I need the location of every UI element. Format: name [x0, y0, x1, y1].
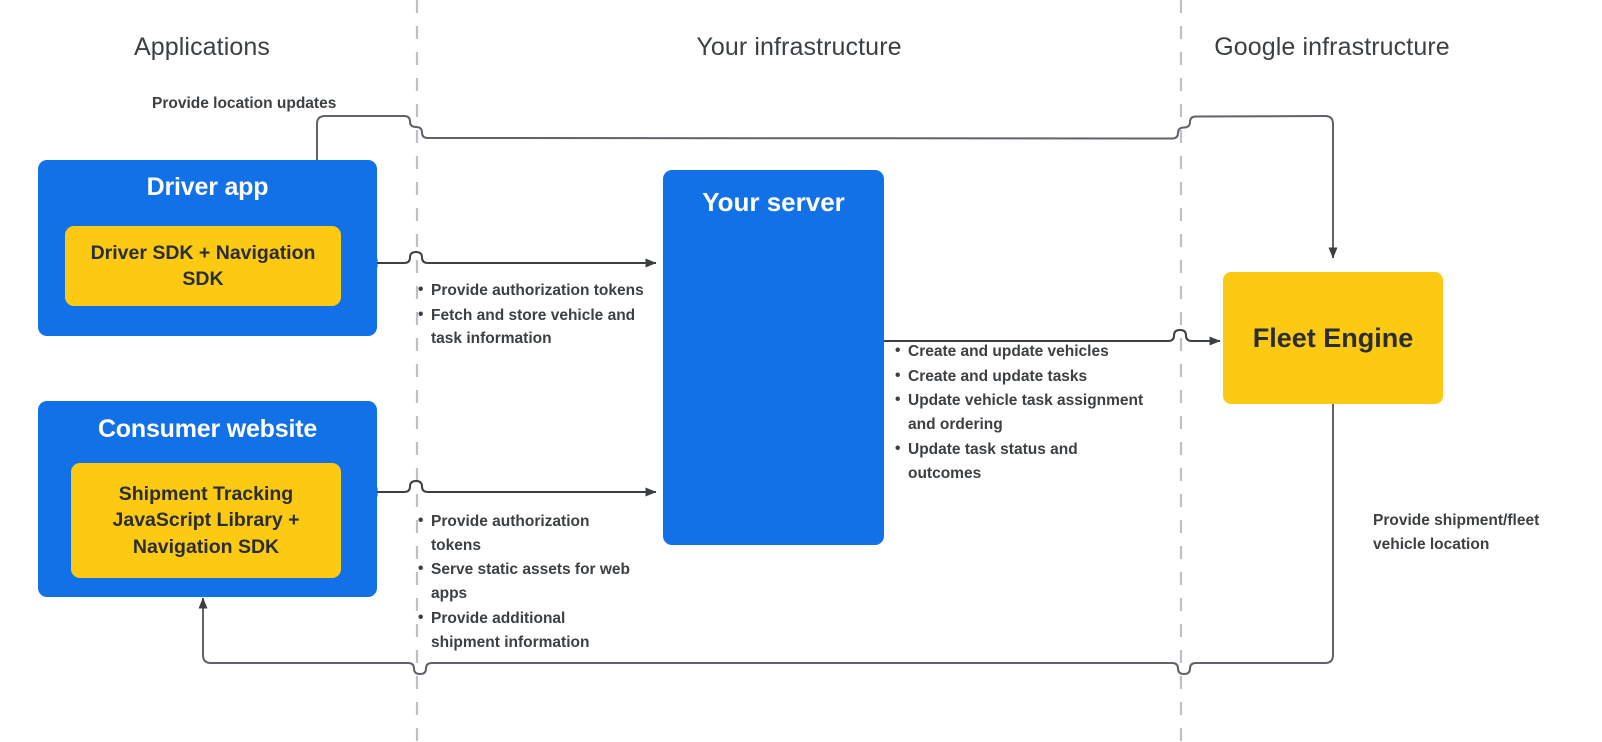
list-item: Fetch and store vehicle and task informa… — [418, 303, 650, 351]
edge-fleet-engine-consumer — [198, 404, 1334, 675]
zone-header-your-infrastructure: Your infrastructure — [696, 33, 902, 61]
edge-driver-server — [366, 251, 657, 268]
node-your-server[interactable]: Your server — [663, 170, 884, 545]
edge-server-fleet-engine — [884, 329, 1221, 346]
bullets-consumer-server: Provide authorization tokens Serve stati… — [418, 509, 638, 655]
your-server-title: Your server — [702, 187, 845, 217]
list-item: Provide authorization tokens — [418, 509, 638, 557]
bullets-driver-server: Provide authorization tokens Fetch and s… — [418, 278, 650, 352]
list-item: Create and update vehicles — [895, 339, 1155, 364]
label-provide-shipment-fleet-vehicle-location: Provide shipment/fleet vehicle location — [1373, 512, 1540, 553]
list-item: Update vehicle task assignment and order… — [895, 388, 1155, 436]
list-item: Provide authorization tokens — [418, 278, 650, 303]
driver-app-title: Driver app — [146, 173, 269, 201]
list-item: Update task status and outcomes — [895, 437, 1155, 485]
node-driver-sdk[interactable]: Driver SDK + Navigation SDK — [65, 226, 341, 306]
list-item: Create and update tasks — [895, 364, 1155, 389]
node-shipment-tracking-sdk[interactable]: Shipment Tracking JavaScript Library + N… — [71, 463, 341, 578]
node-fleet-engine[interactable]: Fleet Engine — [1223, 272, 1443, 404]
edge-location-updates — [316, 115, 1338, 259]
label-provide-location-updates: Provide location updates — [152, 95, 337, 112]
bullets-server-fleet-engine: Create and update vehicles Create and up… — [895, 339, 1155, 486]
list-item: Serve static assets for web apps — [418, 557, 638, 605]
consumer-website-title: Consumer website — [97, 415, 318, 443]
zone-header-google-infrastructure: Google infrastructure — [1214, 33, 1450, 61]
edge-consumer-server — [366, 480, 657, 497]
zone-header-applications: Applications — [133, 33, 270, 61]
list-item: Provide additional shipment information — [418, 606, 638, 654]
